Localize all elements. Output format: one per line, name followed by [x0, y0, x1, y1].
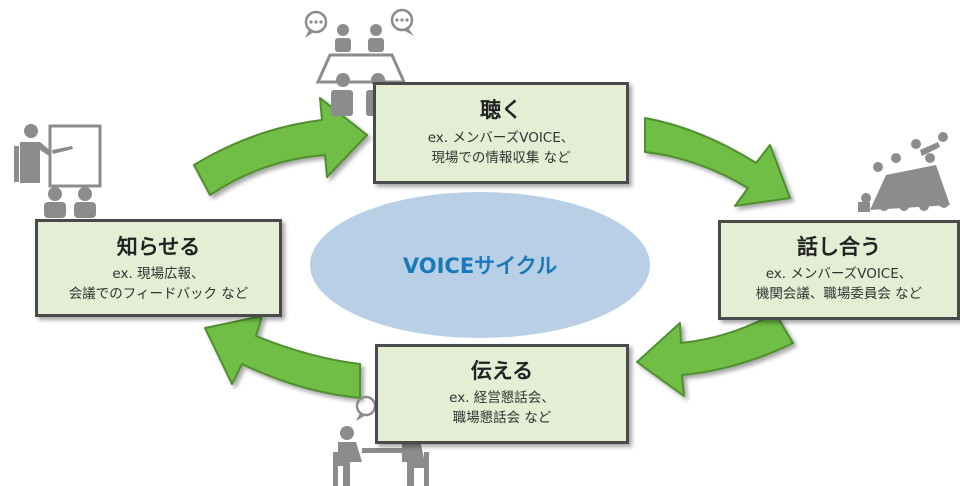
presenter-icon — [14, 124, 102, 218]
step-box-tell: 伝える ex. 経営懇話会、 職場懇話会 など — [375, 344, 629, 444]
step-example-line-2: 会議でのフィードバック など — [68, 285, 249, 302]
step-box-listen: 聴く ex. メンバーズVOICE、 現場での情報収集 など — [373, 82, 629, 184]
step-title-listen: 聴く — [480, 98, 522, 122]
arrow-inform-to-listen — [193, 97, 368, 196]
group-meeting-icon — [858, 132, 950, 212]
cycle-center-label: VOICEサイクル — [402, 254, 558, 278]
arrow-tell-to-inform — [204, 315, 361, 399]
step-example-line-1: ex. 現場広報、 — [112, 266, 205, 283]
center-ellipse — [310, 192, 650, 338]
step-box-inform: 知らせる ex. 現場広報、 会議でのフィードバック など — [35, 219, 282, 317]
step-example-line-2: 機関会議、職場委員会 など — [755, 285, 923, 302]
arrow-discuss-to-tell — [636, 312, 794, 397]
step-example-line-1: ex. メンバーズVOICE、 — [765, 266, 913, 283]
step-example-line-2: 現場での情報収集 など — [431, 149, 571, 166]
step-example-line-1: ex. 経営懇話会、 — [449, 390, 555, 407]
step-title-discuss: 話し合う — [797, 235, 881, 259]
step-example-line-2: 職場懇話会 など — [452, 409, 552, 426]
step-title-tell: 伝える — [470, 359, 534, 383]
step-title-inform: 知らせる — [116, 235, 201, 259]
step-box-discuss: 話し合う ex. メンバーズVOICE、 機関会議、職場委員会 など — [718, 220, 960, 320]
arrow-listen-to-discuss — [644, 117, 791, 207]
step-example-line-1: ex. メンバーズVOICE、 — [427, 130, 575, 147]
